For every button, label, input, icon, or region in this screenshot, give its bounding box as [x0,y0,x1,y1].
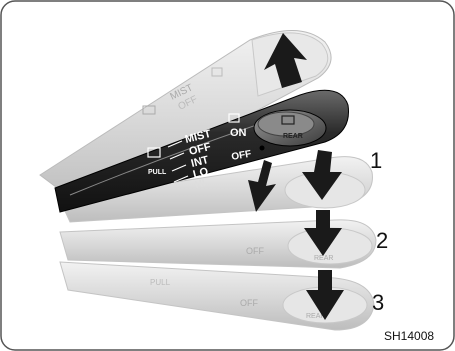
label-rear: REAR [283,133,303,140]
position-dot [260,146,265,151]
step-label-3: 3 [372,292,384,314]
step-label-1: 1 [370,150,382,172]
ghost2-label-rear: REAR [314,255,333,262]
step-label-2: 2 [376,230,388,252]
ghost2-label-off: OFF [246,246,264,256]
label-pull: PULL [148,169,167,176]
ghost3-label-off: OFF [240,298,258,308]
label-on: ON [230,127,247,139]
figure-code: SH14008 [384,330,434,342]
ghost3-label-pull: PULL [150,278,171,287]
